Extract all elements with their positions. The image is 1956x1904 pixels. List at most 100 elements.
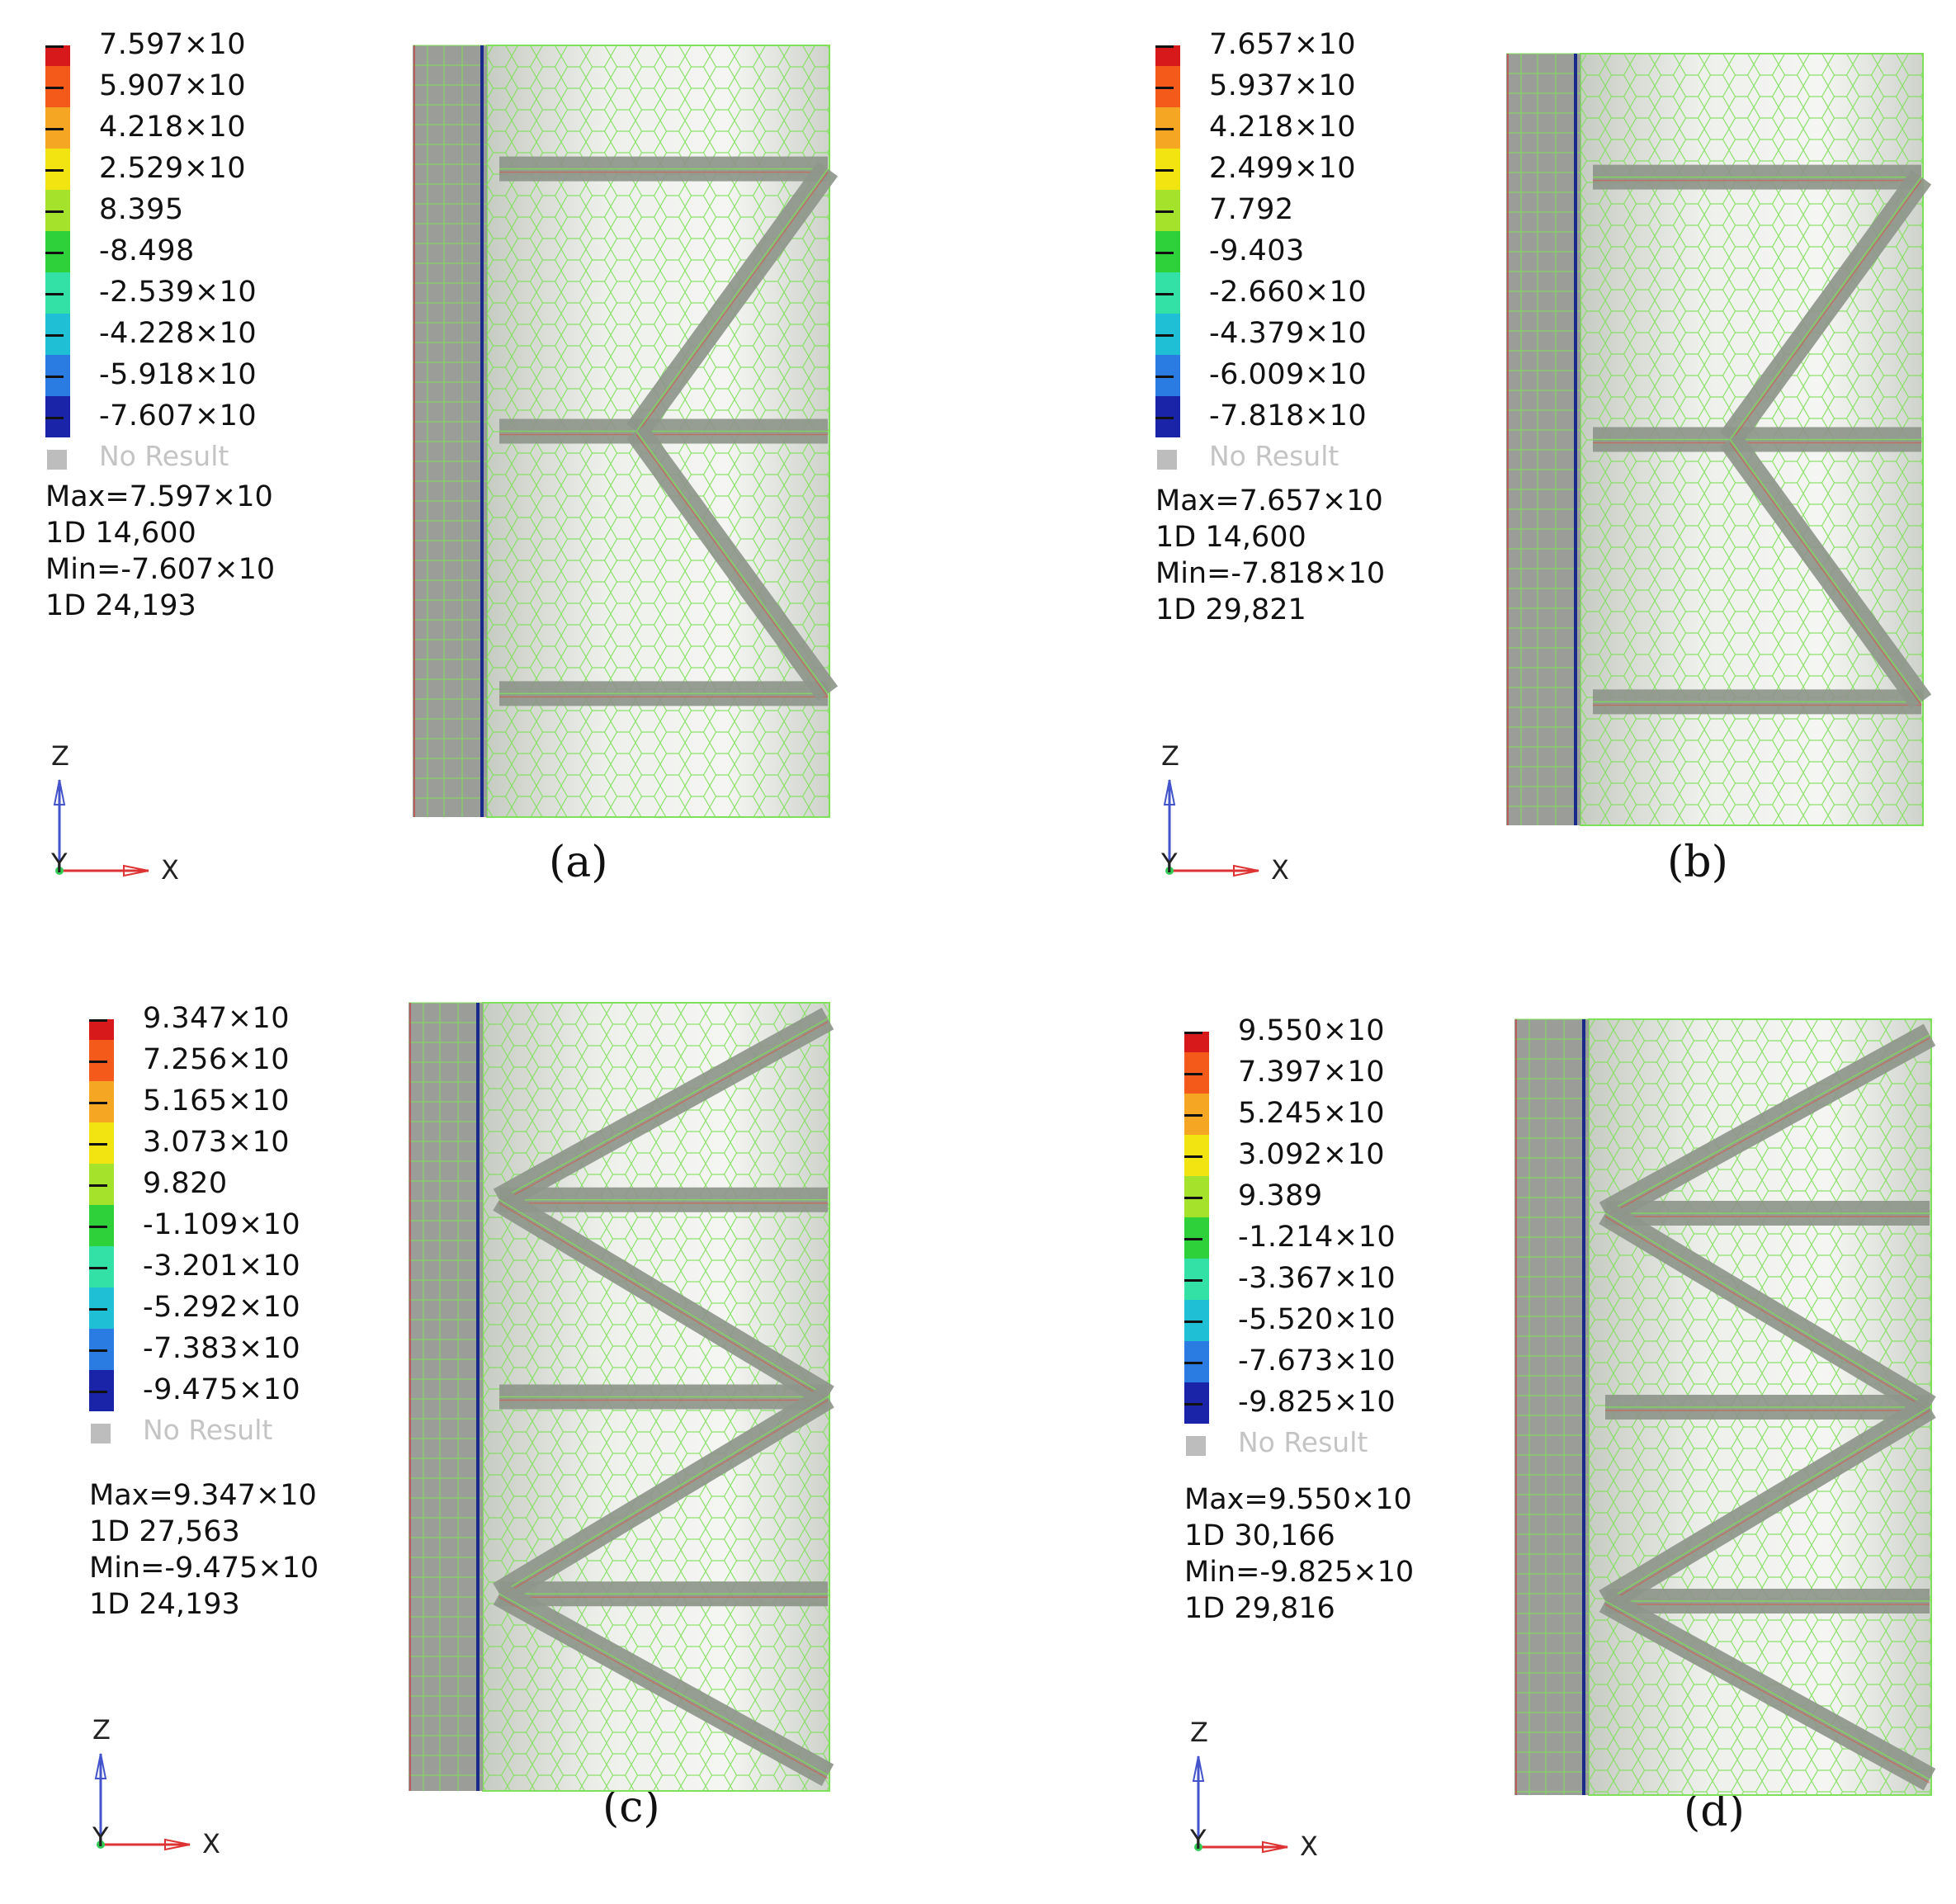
legend-tick (89, 1143, 107, 1146)
legend-tick (45, 417, 64, 419)
legend-value: 5.907×10 (99, 69, 247, 102)
legend-value: 4.218×10 (1209, 111, 1357, 144)
extreme-min: Min=-9.475×10 (89, 1552, 319, 1585)
horizontal-strut (499, 1384, 828, 1410)
legend-value: -2.660×10 (1209, 276, 1368, 309)
legend-tick (1155, 169, 1174, 172)
legend-value: 7.792 (1209, 193, 1294, 226)
extreme-min-loc: 1D 24,193 (89, 1588, 240, 1621)
legend-value: 2.499×10 (1209, 152, 1357, 185)
diagonal-brace (626, 161, 839, 439)
x-axis-label: X (202, 1828, 220, 1859)
legend-value: 2.529×10 (99, 152, 247, 185)
fe-model-view (413, 45, 839, 818)
x-arrowhead (123, 864, 149, 877)
legend-value: 7.597×10 (99, 28, 247, 61)
column-body (413, 45, 487, 817)
legend-value: 7.397×10 (1238, 1056, 1386, 1089)
color-band (1155, 45, 1180, 66)
color-scale-bar (1155, 45, 1180, 437)
y-axis-label: Y (92, 1821, 109, 1853)
axis-triad: Z Y X (1188, 1717, 1370, 1872)
no-result-label: No Result (143, 1414, 273, 1446)
legend-tick (1155, 293, 1174, 295)
fe-model-view (1506, 53, 1932, 826)
legend-value: -5.918×10 (99, 358, 257, 391)
z-axis-label: Z (1190, 1717, 1208, 1748)
axis-triad: Z Y X (91, 1714, 272, 1869)
legend-value: 5.165×10 (143, 1084, 291, 1117)
legend-value: -3.201×10 (143, 1250, 301, 1283)
column-body (409, 1003, 483, 1791)
horizontal-strut (499, 1187, 828, 1212)
no-result-label: No Result (99, 440, 229, 472)
legend-tick (45, 169, 64, 172)
horizontal-strut (499, 418, 828, 444)
legend-tick (45, 252, 64, 254)
diagonal-brace (493, 1188, 834, 1408)
z-arrowhead (1192, 1755, 1205, 1782)
legend-tick (89, 1349, 107, 1352)
extreme-min: Min=-7.818×10 (1155, 557, 1386, 590)
extreme-max: Max=7.657×10 (1155, 484, 1383, 517)
horizontal-strut (1593, 164, 1921, 190)
legend-value: 5.245×10 (1238, 1097, 1386, 1130)
color-band (1184, 1032, 1209, 1052)
legend-value: -5.292×10 (143, 1291, 301, 1324)
diagonal-brace (493, 1007, 834, 1211)
no-result-swatch (1186, 1436, 1206, 1456)
legend-value: 5.937×10 (1209, 69, 1357, 102)
horizontal-strut (499, 156, 828, 182)
color-scale-bar (1184, 1032, 1209, 1424)
steel-column (409, 1002, 483, 1791)
no-result-label: No Result (1209, 440, 1339, 472)
z-axis-label: Z (92, 1714, 111, 1746)
extreme-min-loc: 1D 24,193 (45, 589, 196, 622)
y-axis-label: Y (1190, 1824, 1207, 1855)
origin-dot (1194, 1843, 1202, 1851)
extreme-max-loc: 1D 27,563 (89, 1515, 240, 1548)
legend-value: -4.228×10 (99, 317, 257, 350)
legend-tick (1184, 1073, 1202, 1075)
x-axis-label: X (1300, 1831, 1318, 1862)
diagonal-brace (493, 1583, 834, 1787)
diagonal-brace (1719, 169, 1932, 447)
legend-tick (89, 1184, 107, 1187)
extreme-max-loc: 1D 30,166 (1184, 1519, 1335, 1552)
fe-model-view (1514, 1018, 1936, 1796)
legend-tick (1184, 1197, 1202, 1199)
origin-dot (97, 1840, 105, 1849)
legend-tick (89, 1102, 107, 1104)
steel-column (1514, 1018, 1589, 1795)
legend-tick (89, 1267, 107, 1269)
diagonal-brace (1599, 1023, 1936, 1225)
legend-value: 9.550×10 (1238, 1014, 1386, 1047)
legend-tick (1184, 1155, 1202, 1158)
legend-value: 3.092×10 (1238, 1138, 1386, 1171)
x-axis-label: X (161, 854, 179, 886)
legend-value: 9.389 (1238, 1179, 1323, 1212)
legend-tick (1155, 210, 1174, 213)
extreme-min: Min=-7.607×10 (45, 553, 276, 586)
legend-tick (45, 334, 64, 337)
legend-tick (89, 1061, 107, 1063)
legend-tick (45, 128, 64, 130)
legend-tick (89, 1019, 107, 1022)
diagonal-brace (1719, 432, 1932, 710)
legend-tick (1155, 128, 1174, 130)
horizontal-strut (499, 681, 828, 706)
legend-value: -4.379×10 (1209, 317, 1368, 350)
legend-tick (1155, 45, 1174, 48)
extreme-min: Min=-9.825×10 (1184, 1556, 1415, 1589)
legend-tick (89, 1226, 107, 1228)
x-arrowhead (164, 1838, 191, 1851)
legend-tick (1155, 376, 1174, 378)
panel-caption: (b) (1667, 838, 1728, 887)
no-result-swatch (47, 450, 67, 470)
legend-tick (1184, 1321, 1202, 1323)
